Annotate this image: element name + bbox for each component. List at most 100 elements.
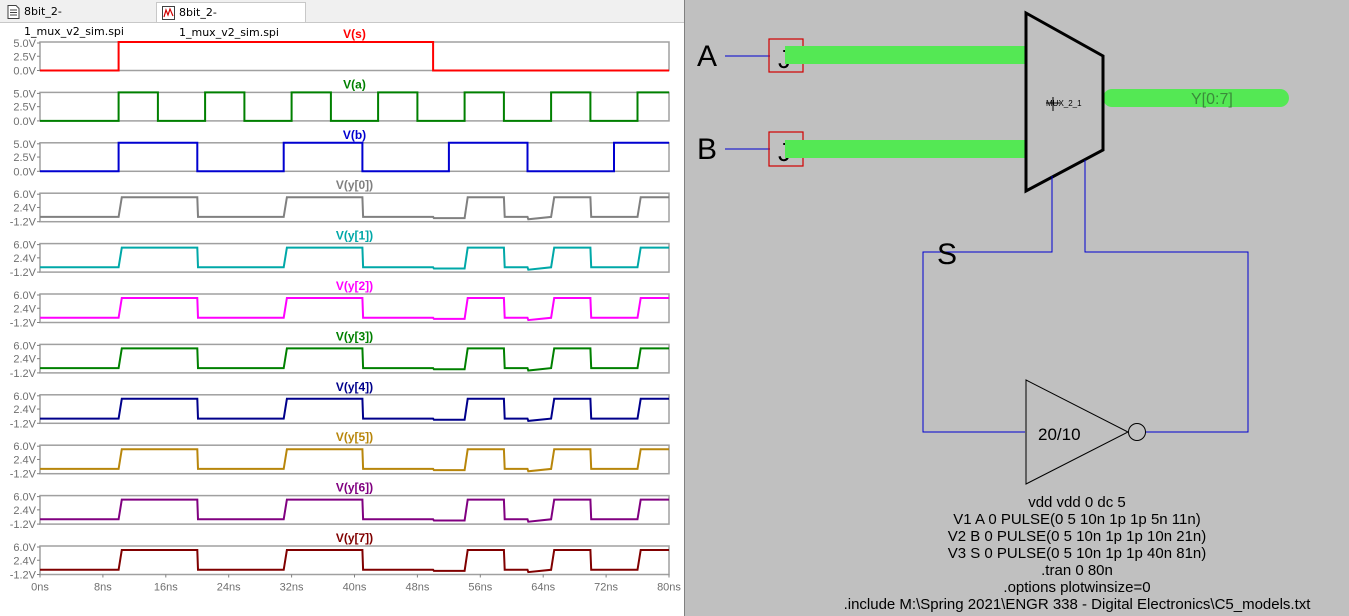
y-tick-label: 6.0V — [13, 391, 36, 403]
net-label-s: S — [937, 238, 957, 271]
trace-line — [40, 397, 669, 422]
y-tick-label: 2.4V — [13, 454, 36, 466]
y-tick-label: 6.0V — [13, 290, 36, 302]
netlist-line: vdd vdd 0 dc 5 — [1028, 494, 1126, 511]
netlist-document-icon — [7, 5, 20, 19]
trace-title[interactable]: V(a) — [343, 77, 366, 91]
trace-title[interactable]: V(y[7]) — [336, 531, 373, 545]
y-tick-label: 6.0V — [13, 189, 36, 201]
tab-netlist-label: 8bit_2-1_mux_v2_sim.spi — [24, 5, 124, 38]
trace-title[interactable]: V(y[5]) — [336, 430, 373, 444]
netlist-line: .options plotwinsize=0 — [1003, 579, 1150, 596]
netlist-line: V2 B 0 PULSE(0 5 10n 1p 1p 10n 21n) — [948, 528, 1207, 545]
x-tick-label: 24ns — [217, 582, 241, 594]
y-tick-label: -1.2V — [10, 519, 37, 531]
x-tick-label: 80ns — [657, 582, 681, 594]
waveform-plot[interactable]: V(s)5.0V2.5V0.0VV(a)5.0V2.5V0.0VV(b)5.0V… — [0, 22, 684, 616]
trace-line — [40, 448, 669, 473]
trace-line — [40, 141, 669, 173]
y-tick-label: 2.4V — [13, 354, 36, 366]
inverter-symbol[interactable] — [1025, 379, 1130, 485]
trace-title[interactable]: V(y[6]) — [336, 481, 373, 495]
x-tick-label: 48ns — [405, 582, 429, 594]
y-tick-label: 6.0V — [13, 240, 36, 252]
mux-label: MUX_2_1 — [1046, 99, 1082, 108]
y-tick-label: 5.0V — [13, 88, 36, 100]
y-tick-label: -1.2V — [10, 267, 37, 279]
spice-directive[interactable]: vdd vdd 0 dc 5 V1 A 0 PULSE(0 5 10n 1p 1… — [844, 494, 1312, 613]
y-tick-label: 5.0V — [13, 38, 36, 50]
wire-select-bar — [1084, 160, 1249, 433]
bus-b — [785, 140, 1027, 158]
trace-line — [40, 498, 669, 523]
y-tick-label: 2.4V — [13, 253, 36, 265]
trace-title[interactable]: V(s) — [343, 27, 366, 41]
x-tick-label: 0ns — [31, 582, 49, 594]
trace-line — [40, 347, 669, 372]
bus-y — [1103, 89, 1289, 107]
y-tick-label: 2.4V — [13, 555, 36, 567]
trace-title[interactable]: V(y[3]) — [336, 329, 373, 343]
x-tick-label: 32ns — [280, 582, 304, 594]
y-tick-label: 2.5V — [13, 102, 36, 114]
netlist-line: .tran 0 80n — [1041, 562, 1113, 579]
netlist-line: V1 A 0 PULSE(0 5 10n 1p 1p 5n 11n) — [953, 511, 1200, 528]
y-tick-label: 6.0V — [13, 492, 36, 504]
schematic-canvas[interactable]: A J B J Y[0:7] MUX_2_1 S 20/10 vdd vdd 0… — [685, 0, 1349, 616]
plot-frame — [39, 142, 670, 173]
bus-a — [785, 46, 1027, 64]
x-tick-label: 8ns — [94, 582, 112, 594]
net-label-b: B — [697, 133, 717, 166]
y-tick-label: 6.0V — [13, 340, 36, 352]
trace-line — [40, 41, 669, 72]
waveform-plot-icon — [162, 6, 175, 20]
y-tick-label: -1.2V — [10, 570, 37, 582]
y-tick-label: 6.0V — [13, 542, 36, 554]
y-tick-label: -1.2V — [10, 318, 37, 330]
y-tick-label: 5.0V — [13, 139, 36, 151]
waveform-pane: 8bit_2-1_mux_v2_sim.spi 8bit_2-1_mux_v2_… — [0, 0, 685, 616]
tab-netlist[interactable]: 8bit_2-1_mux_v2_sim.spi — [2, 2, 154, 38]
trace-line — [40, 297, 669, 322]
net-label-a: A — [697, 40, 717, 73]
x-tick-label: 72ns — [594, 582, 618, 594]
tab-waveform-label: 8bit_2-1_mux_v2_sim.spi — [179, 6, 279, 39]
y-tick-label: -1.2V — [10, 217, 37, 229]
tab-bar: 8bit_2-1_mux_v2_sim.spi 8bit_2-1_mux_v2_… — [0, 0, 684, 39]
trace-line — [40, 246, 669, 271]
trace-title[interactable]: V(y[4]) — [336, 380, 373, 394]
x-tick-label: 40ns — [343, 582, 367, 594]
y-tick-label: 2.4V — [13, 303, 36, 315]
trace-title[interactable]: V(b) — [343, 128, 366, 142]
y-tick-label: 0.0V — [13, 116, 36, 128]
trace-line — [40, 91, 669, 122]
x-tick-label: 64ns — [531, 582, 555, 594]
y-tick-label: 6.0V — [13, 441, 36, 453]
wire-select — [922, 176, 1053, 433]
y-tick-label: -1.2V — [10, 418, 37, 430]
y-tick-label: 2.4V — [13, 202, 36, 214]
netlist-line: .include M:\Spring 2021\ENGR 338 - Digit… — [844, 596, 1312, 613]
output-net-label: Y[0:7] — [1191, 91, 1233, 108]
inverter-label: 20/10 — [1038, 425, 1081, 444]
x-tick-label: 56ns — [468, 582, 492, 594]
x-tick-label: 16ns — [154, 582, 178, 594]
y-tick-label: 0.0V — [13, 166, 36, 178]
trace-line — [40, 196, 669, 221]
inverter-bubble — [1128, 423, 1146, 441]
trace-line — [40, 549, 669, 574]
y-tick-label: 2.4V — [13, 505, 36, 517]
netlist-line: V3 S 0 PULSE(0 5 10n 1p 1p 40n 81n) — [948, 545, 1207, 562]
plot-frame — [39, 41, 670, 72]
y-tick-label: 2.5V — [13, 51, 36, 63]
plot-frame — [39, 91, 670, 122]
trace-title[interactable]: V(y[2]) — [336, 279, 373, 293]
y-tick-label: -1.2V — [10, 368, 37, 380]
y-tick-label: 0.0V — [13, 66, 36, 78]
tab-waveform[interactable]: 8bit_2-1_mux_v2_sim.spi — [156, 2, 306, 39]
y-tick-label: 2.4V — [13, 404, 36, 416]
mux-symbol[interactable] — [1024, 10, 1105, 194]
trace-title[interactable]: V(y[0]) — [336, 178, 373, 192]
trace-title[interactable]: V(y[1]) — [336, 229, 373, 243]
crosshair-cursor-icon — [1046, 97, 1060, 111]
